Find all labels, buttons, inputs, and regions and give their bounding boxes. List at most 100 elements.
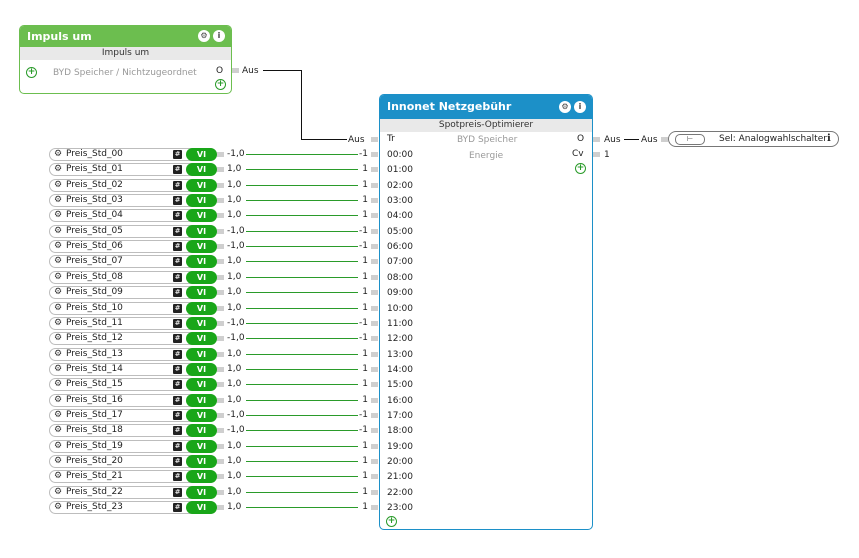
preis-output-nub[interactable] xyxy=(217,213,224,218)
preis-output-nub[interactable] xyxy=(217,290,224,295)
preis-output-nub[interactable] xyxy=(217,459,224,464)
add-input-icon[interactable]: + xyxy=(386,516,397,527)
vi-badge[interactable]: VI xyxy=(186,302,217,315)
vi-badge[interactable]: VI xyxy=(186,409,217,422)
vi-badge[interactable]: VI xyxy=(186,424,217,437)
preis-block[interactable]: ⚙Preis_Std_17#VI xyxy=(49,409,217,422)
gear-icon[interactable]: ⚙ xyxy=(54,425,63,435)
hash-icon[interactable]: # xyxy=(173,334,182,343)
gear-icon[interactable]: ⚙ xyxy=(54,287,63,297)
hash-icon[interactable]: # xyxy=(173,488,182,497)
add-output-icon[interactable]: + xyxy=(575,163,586,174)
gear-icon[interactable]: ⚙ xyxy=(54,395,63,405)
hash-icon[interactable]: # xyxy=(173,257,182,266)
vi-badge[interactable]: VI xyxy=(186,148,217,161)
vi-badge[interactable]: VI xyxy=(186,332,217,345)
info-icon[interactable]: i xyxy=(574,101,586,113)
preis-block[interactable]: ⚙Preis_Std_09#VI xyxy=(49,286,217,299)
preis-block[interactable]: ⚙Preis_Std_10#VI xyxy=(49,302,217,315)
analog-selector-block[interactable]: ⊢ Sel: Analogwahlschalter ℹ xyxy=(668,131,839,147)
gear-icon[interactable]: ⚙ xyxy=(54,256,63,266)
preis-output-nub[interactable] xyxy=(217,183,224,188)
preis-output-nub[interactable] xyxy=(217,505,224,510)
preis-block[interactable]: ⚙Preis_Std_18#VI xyxy=(49,424,217,437)
innonet-input-nub[interactable] xyxy=(371,413,378,418)
hash-icon[interactable]: # xyxy=(173,196,182,205)
innonet-input-nub[interactable] xyxy=(371,336,378,341)
hash-icon[interactable]: # xyxy=(173,288,182,297)
vi-badge[interactable]: VI xyxy=(186,286,217,299)
vi-badge[interactable]: VI xyxy=(186,317,217,330)
preis-block[interactable]: ⚙Preis_Std_07#VI xyxy=(49,255,217,268)
preis-output-nub[interactable] xyxy=(217,259,224,264)
vi-badge[interactable]: VI xyxy=(186,455,217,468)
tr-input-nub[interactable] xyxy=(371,137,378,142)
vi-badge[interactable]: VI xyxy=(186,394,217,407)
vi-badge[interactable]: VI xyxy=(186,240,217,253)
gear-icon[interactable]: ⚙ xyxy=(54,318,63,328)
preis-block[interactable]: ⚙Preis_Std_20#VI xyxy=(49,455,217,468)
vi-badge[interactable]: VI xyxy=(186,363,217,376)
vi-badge[interactable]: VI xyxy=(186,470,217,483)
preis-block[interactable]: ⚙Preis_Std_11#VI xyxy=(49,317,217,330)
preis-output-nub[interactable] xyxy=(217,244,224,249)
hash-icon[interactable]: # xyxy=(173,380,182,389)
add-icon[interactable]: + xyxy=(26,67,37,78)
preis-block[interactable]: ⚙Preis_Std_23#VI xyxy=(49,501,217,514)
preis-block[interactable]: ⚙Preis_Std_08#VI xyxy=(49,271,217,284)
preis-output-nub[interactable] xyxy=(217,428,224,433)
gear-icon[interactable]: ⚙ xyxy=(54,180,63,190)
innonet-input-nub[interactable] xyxy=(371,352,378,357)
innonet-input-nub[interactable] xyxy=(371,259,378,264)
innonet-input-nub[interactable] xyxy=(371,367,378,372)
preis-output-nub[interactable] xyxy=(217,367,224,372)
innonet-input-nub[interactable] xyxy=(371,290,378,295)
vi-badge[interactable]: VI xyxy=(186,440,217,453)
gear-icon[interactable]: ⚙ xyxy=(54,349,63,359)
vi-badge[interactable]: VI xyxy=(186,225,217,238)
info-icon[interactable]: i xyxy=(213,30,225,42)
innonet-input-nub[interactable] xyxy=(371,382,378,387)
preis-block[interactable]: ⚙Preis_Std_04#VI xyxy=(49,209,217,222)
innonet-input-nub[interactable] xyxy=(371,398,378,403)
add-output-icon[interactable]: + xyxy=(215,79,226,90)
gear-icon[interactable]: ⚙ xyxy=(54,410,63,420)
preis-output-nub[interactable] xyxy=(217,306,224,311)
vi-badge[interactable]: VI xyxy=(186,271,217,284)
preis-output-nub[interactable] xyxy=(217,398,224,403)
hash-icon[interactable]: # xyxy=(173,396,182,405)
hash-icon[interactable]: # xyxy=(173,365,182,374)
gear-icon[interactable]: ⚙ xyxy=(54,471,63,481)
preis-block[interactable]: ⚙Preis_Std_15#VI xyxy=(49,378,217,391)
preis-output-nub[interactable] xyxy=(217,321,224,326)
vi-badge[interactable]: VI xyxy=(186,378,217,391)
innonet-block[interactable]: Innonet Netzgebühr ⚙ i Spotpreis-Optimie… xyxy=(379,94,593,530)
gear-icon[interactable]: ⚙ xyxy=(54,441,63,451)
hash-icon[interactable]: # xyxy=(173,165,182,174)
preis-block[interactable]: ⚙Preis_Std_19#VI xyxy=(49,440,217,453)
info-icon[interactable]: ℹ xyxy=(827,133,831,144)
preis-block[interactable]: ⚙Preis_Std_02#VI xyxy=(49,179,217,192)
innonet-input-nub[interactable] xyxy=(371,444,378,449)
preis-output-nub[interactable] xyxy=(217,382,224,387)
vi-badge[interactable]: VI xyxy=(186,486,217,499)
vi-badge[interactable]: VI xyxy=(186,179,217,192)
innonet-input-nub[interactable] xyxy=(371,244,378,249)
preis-block[interactable]: ⚙Preis_Std_16#VI xyxy=(49,394,217,407)
hash-icon[interactable]: # xyxy=(173,411,182,420)
innonet-input-nub[interactable] xyxy=(371,306,378,311)
impuls-block[interactable]: Impuls um ⚙ i Impuls um + BYD Speicher /… xyxy=(19,25,232,94)
hash-icon[interactable]: # xyxy=(173,472,182,481)
gear-icon[interactable]: ⚙ xyxy=(198,30,210,42)
innonet-input-nub[interactable] xyxy=(371,198,378,203)
innonet-input-nub[interactable] xyxy=(371,459,378,464)
preis-output-nub[interactable] xyxy=(217,444,224,449)
preis-output-nub[interactable] xyxy=(217,167,224,172)
preis-output-nub[interactable] xyxy=(217,275,224,280)
preis-block[interactable]: ⚙Preis_Std_05#VI xyxy=(49,225,217,238)
vi-badge[interactable]: VI xyxy=(186,194,217,207)
innonet-input-nub[interactable] xyxy=(371,505,378,510)
gear-icon[interactable]: ⚙ xyxy=(54,164,63,174)
gear-icon[interactable]: ⚙ xyxy=(54,241,63,251)
hash-icon[interactable]: # xyxy=(173,350,182,359)
